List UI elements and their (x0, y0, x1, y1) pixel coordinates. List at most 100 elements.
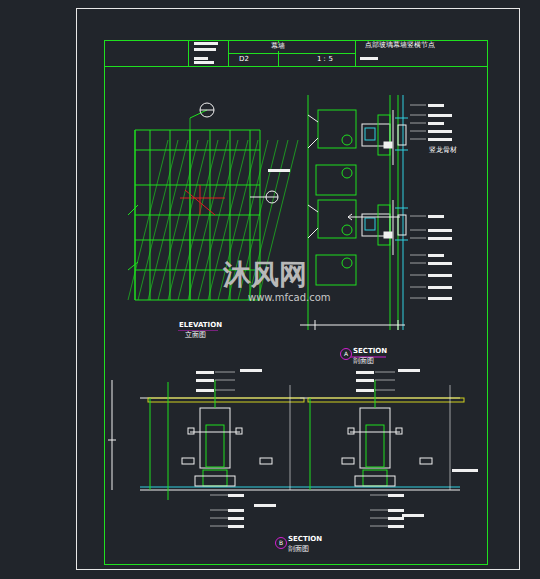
cad-stroke (375, 380, 395, 381)
text-placeholder (428, 274, 452, 277)
cad-stroke (308, 205, 318, 212)
cad-stroke (203, 470, 227, 486)
cad-stroke (158, 140, 198, 300)
cad-stroke (135, 185, 260, 186)
section-marker: B (275, 537, 287, 549)
cad-stroke (215, 390, 235, 391)
cad-stroke (410, 298, 426, 299)
view-caption: 立面图 (184, 332, 207, 340)
cad-stroke (178, 140, 218, 300)
text-placeholder (388, 517, 404, 520)
cad-stroke (350, 432, 400, 433)
text-placeholder (360, 57, 378, 60)
cad-stroke (210, 495, 228, 496)
view-caption: 剖面图 (287, 546, 310, 554)
text-placeholder (428, 254, 444, 257)
cad-stroke (315, 320, 316, 330)
cad-stroke (410, 275, 426, 276)
cad-stroke (410, 139, 426, 140)
cad-stroke (378, 115, 390, 155)
text-placeholder (428, 286, 452, 289)
cad-stroke (370, 510, 388, 511)
cad-stroke (348, 214, 352, 217)
text-placeholder (428, 229, 452, 232)
marker-letter: B (279, 540, 283, 546)
cad-stroke (410, 230, 426, 231)
cad-stroke (342, 135, 352, 145)
cad-stroke (215, 380, 235, 381)
cad-stroke (370, 518, 388, 519)
cad-stroke (410, 131, 426, 132)
cad-stroke (378, 205, 390, 245)
cad-stroke (210, 518, 228, 519)
cad-stroke (185, 190, 215, 215)
cad-stroke (308, 115, 318, 122)
cad-stroke (450, 385, 451, 490)
cad-stroke (316, 255, 356, 285)
text-placeholder (428, 104, 444, 107)
text-placeholder (254, 504, 276, 507)
cad-stroke (300, 487, 460, 488)
scale-text: 1：5 (316, 56, 334, 64)
cad-stroke (375, 390, 395, 391)
cad-stroke (140, 490, 300, 491)
text-placeholder (388, 525, 404, 528)
cad-stroke (348, 217, 352, 220)
text-placeholder (196, 379, 214, 382)
text-placeholder (388, 494, 404, 497)
cad-stroke (188, 140, 228, 300)
cad-stroke (135, 130, 260, 131)
text-placeholder (356, 389, 374, 392)
drawing-number: D2 (238, 56, 250, 64)
cad-stroke (148, 398, 304, 402)
cad-stroke (375, 372, 395, 373)
marker-letter: A (344, 351, 348, 357)
cad-stroke (168, 140, 208, 300)
cad-stroke (180, 198, 225, 199)
cad-stroke (128, 205, 138, 215)
cad-stroke (128, 140, 168, 300)
watermark-url: www.mfcad.com (247, 292, 332, 303)
cad-stroke (342, 458, 354, 464)
cad-stroke (398, 320, 399, 330)
cad-stroke (355, 476, 395, 486)
cad-stroke (310, 398, 311, 490)
cad-stroke (150, 398, 151, 490)
cad-stroke (395, 240, 408, 241)
cad-stroke (360, 408, 390, 468)
cad-stroke (215, 380, 216, 408)
cad-stroke (200, 408, 230, 468)
cad-stroke (384, 232, 392, 238)
cad-stroke (348, 428, 354, 434)
text-placeholder (268, 169, 290, 172)
cad-stroke (318, 110, 356, 148)
cad-stroke (410, 105, 426, 106)
cad-stroke (398, 215, 406, 235)
cad-stroke (396, 428, 402, 434)
cad-stroke (260, 458, 272, 464)
text-placeholder (194, 57, 208, 60)
cad-stroke (395, 208, 408, 209)
text-placeholder (240, 369, 262, 372)
cad-stroke (410, 287, 426, 288)
cad-stroke (188, 428, 194, 434)
cad-stroke (300, 325, 405, 326)
text-placeholder (228, 509, 244, 512)
cad-stroke (308, 398, 464, 402)
cad-stroke (182, 458, 194, 464)
cad-stroke (300, 490, 460, 491)
text-placeholder (428, 215, 444, 218)
cad-stroke (200, 185, 201, 215)
cad-stroke (342, 168, 352, 178)
cad-stroke (138, 140, 178, 300)
cad-stroke (135, 240, 260, 241)
text-placeholder (388, 509, 404, 512)
cad-stroke (168, 382, 169, 500)
cad-stroke (398, 125, 406, 145)
text-placeholder (428, 114, 452, 117)
cad-stroke (410, 216, 426, 217)
title-cell: 幕墙 (270, 43, 286, 51)
view-heading: ELEVATION (178, 322, 223, 330)
cad-stroke (308, 228, 318, 238)
